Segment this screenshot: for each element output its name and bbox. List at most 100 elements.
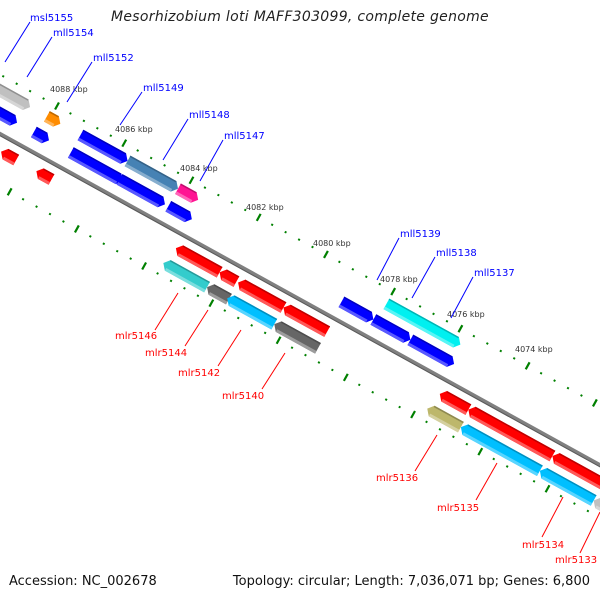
gene-shading — [0, 91, 25, 110]
minor-tick — [485, 342, 489, 345]
gene-edge — [446, 391, 472, 406]
gene-body — [338, 296, 374, 323]
minor-tick — [438, 427, 442, 431]
gene-edge — [7, 148, 20, 157]
gene-label: mll5147 — [224, 131, 265, 142]
minor-tick — [169, 279, 173, 283]
gene-edge — [169, 260, 210, 284]
minor-tick — [452, 435, 455, 439]
gene-feature — [552, 453, 600, 499]
scale-label: 4074 kbp — [515, 345, 553, 354]
major-tick — [323, 250, 329, 259]
gene-shading — [43, 119, 55, 127]
minor-tick — [311, 245, 314, 249]
gene-labels: msl5155mll5154mll5152mll5149mll5148mll51… — [4, 13, 600, 566]
gene-body — [175, 183, 199, 203]
minor-tick — [115, 249, 119, 253]
gene-body — [238, 279, 287, 313]
minor-tick — [88, 234, 92, 238]
gene-label: msl5155 — [30, 13, 73, 24]
label-leader-line — [66, 61, 93, 103]
gene-edge — [244, 279, 287, 304]
gene-label: mll5148 — [189, 110, 230, 121]
gene-label: mll5137 — [474, 268, 515, 279]
minor-tick — [270, 223, 274, 227]
sequence-axis — [0, 53, 600, 540]
gene-body — [207, 284, 232, 305]
gene-body — [439, 391, 472, 415]
scale-label: 4076 kbp — [447, 310, 485, 319]
gene-feature — [36, 168, 55, 185]
minor-tick — [559, 494, 563, 498]
gene-edge — [388, 298, 459, 339]
minor-tick — [364, 275, 368, 279]
gene-feature — [439, 391, 472, 415]
label-leader-line — [579, 511, 600, 554]
gene-shading — [383, 306, 455, 348]
major-tick — [457, 324, 464, 333]
gene-feature — [67, 147, 123, 185]
major-tick — [6, 187, 13, 196]
minor-tick — [304, 353, 307, 357]
scale-label: 4080 kbp — [313, 239, 351, 248]
minor-tick — [95, 126, 99, 130]
gene-feature — [1, 148, 20, 166]
gene-body — [552, 453, 600, 499]
minor-tick — [243, 208, 247, 212]
gene-edge — [280, 321, 321, 345]
gene-shading — [228, 303, 273, 330]
gene-shading — [208, 292, 228, 305]
minor-tick — [492, 457, 496, 461]
gene-feature — [460, 424, 543, 477]
gene-shading — [370, 322, 405, 343]
minor-tick — [519, 472, 522, 476]
gene-feature — [370, 314, 411, 343]
gene-shading — [116, 182, 160, 208]
gene-shading — [541, 475, 593, 506]
minor-tick — [136, 149, 140, 152]
minor-tick — [156, 272, 159, 275]
gene-feature — [383, 298, 461, 348]
gene-body — [460, 424, 543, 477]
minor-tick — [297, 238, 301, 241]
gene-shading — [67, 155, 118, 185]
gene-feature — [175, 183, 199, 203]
gene-shading — [0, 108, 12, 126]
minor-tick — [425, 420, 428, 424]
minor-tick — [371, 390, 375, 394]
major-tick — [390, 287, 397, 296]
gene-shading — [469, 414, 551, 462]
gene-label: mlr5134 — [522, 540, 564, 551]
minor-tick — [512, 357, 516, 360]
minor-tick — [338, 260, 341, 264]
gene-label: mlr5146 — [115, 331, 157, 342]
gene-shading — [338, 304, 368, 323]
label-leader-line — [261, 352, 286, 390]
label-leader-line — [199, 139, 224, 182]
major-tick — [524, 361, 531, 370]
gene-edge — [82, 129, 127, 155]
gene-feature — [238, 279, 287, 313]
scale-label: 4078 kbp — [380, 275, 418, 284]
gene-feature — [163, 260, 210, 293]
minor-tick — [351, 267, 355, 271]
gene-feature — [165, 201, 192, 223]
major-tick — [477, 447, 484, 456]
minor-tick — [317, 361, 321, 364]
minor-tick — [102, 242, 106, 246]
gene-label: mlr5144 — [145, 348, 187, 359]
gene-shading — [553, 461, 600, 499]
gene-feature — [338, 296, 374, 323]
linear-track — [0, 53, 600, 540]
gene-shading — [441, 398, 467, 415]
label-leader-line — [4, 21, 31, 63]
minor-tick — [357, 383, 361, 387]
major-tick — [544, 484, 551, 493]
major-tick — [121, 139, 128, 148]
minor-tick — [263, 331, 267, 335]
label-leader-line — [450, 276, 474, 319]
label-leader-line — [184, 309, 209, 347]
minor-tick — [236, 316, 240, 320]
gene-shading — [275, 329, 317, 354]
gene-shading — [164, 267, 206, 293]
